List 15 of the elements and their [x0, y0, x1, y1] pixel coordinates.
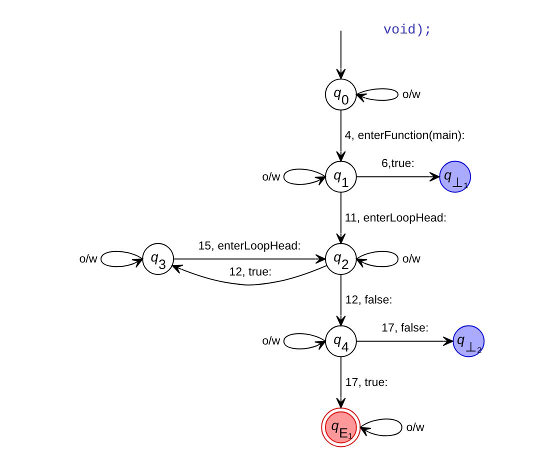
edge-label: 17, false:	[382, 322, 429, 335]
edge-label: o/w	[79, 252, 98, 266]
edge-label: o/w	[406, 420, 424, 434]
edge-label: 17, true:	[345, 376, 388, 389]
edge-label: 12, true:	[229, 266, 272, 279]
label: void);	[383, 23, 432, 38]
edge-label: 12, false:	[345, 294, 392, 307]
edge-label: o/w	[262, 170, 280, 184]
edge-label: o/w	[402, 88, 420, 102]
edge-label: 11, enterLoopHead:	[344, 211, 447, 224]
edge-label: o/w	[262, 334, 280, 348]
edge-label: 6,true:	[382, 157, 414, 170]
edge-label: 4, enterFunction(main):	[344, 129, 465, 142]
edge-label: o/w	[402, 252, 420, 266]
edge-label: 15, enterLoopHead:	[198, 239, 301, 252]
